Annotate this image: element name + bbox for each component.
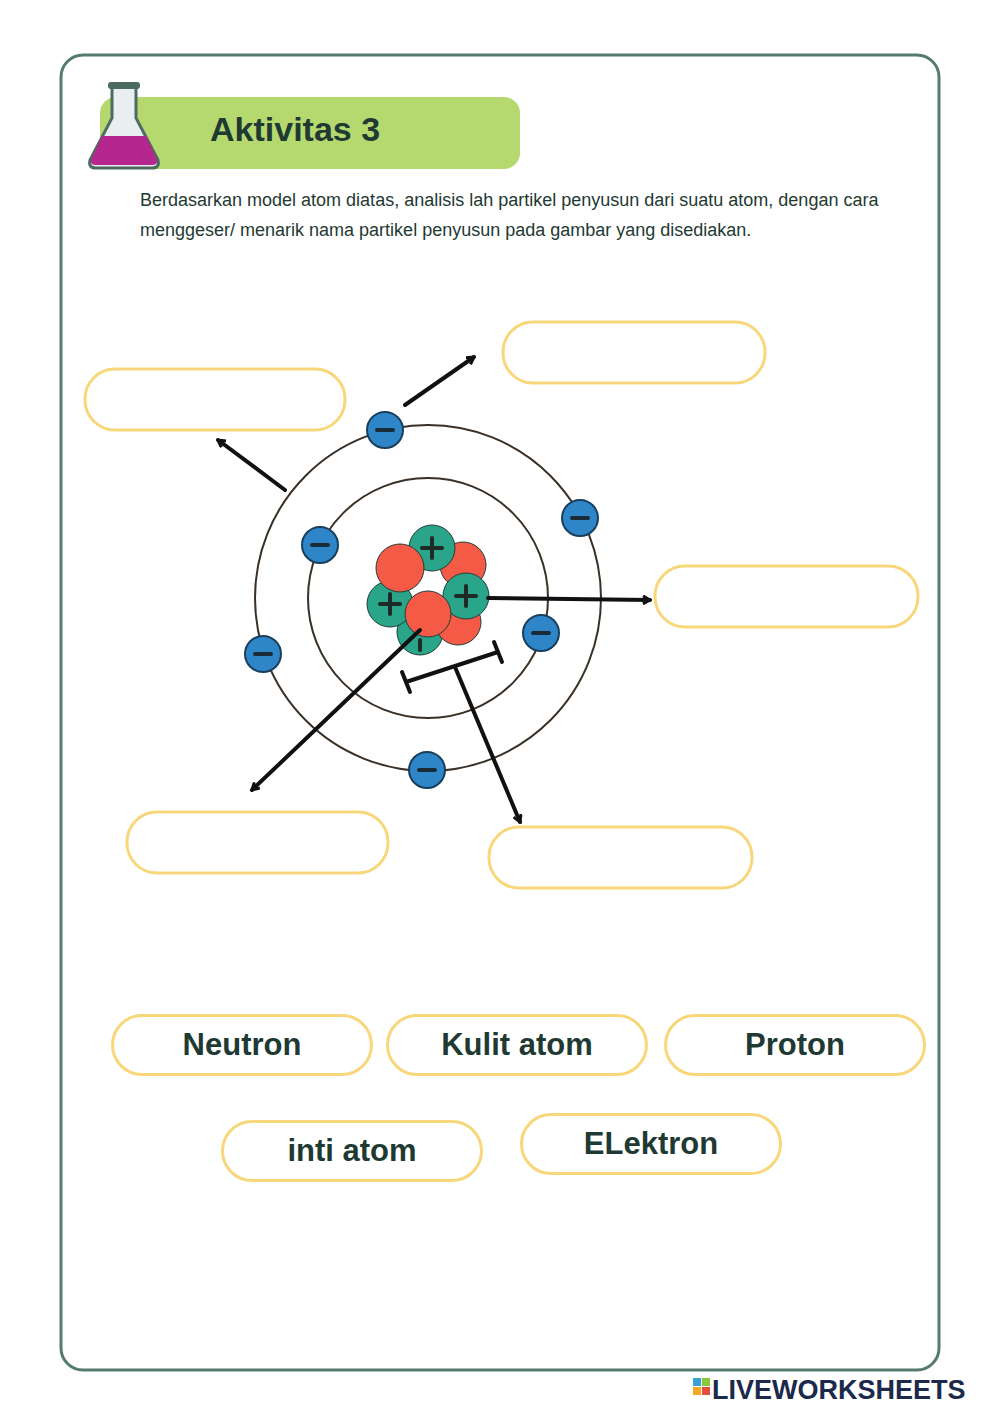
answer-chip: inti atom [221, 1120, 483, 1182]
answer-chip: Proton [664, 1014, 926, 1076]
plus-signs [380, 538, 476, 650]
chip-label: ELektron [584, 1126, 718, 1162]
answer-chip: ELektron [520, 1113, 782, 1175]
chip-label: Kulit atom [441, 1027, 593, 1063]
card-border [61, 55, 939, 1370]
chip-label: Neutron [183, 1027, 302, 1063]
answer-chip: Neutron [111, 1014, 373, 1076]
flask-icon [90, 82, 159, 168]
watermark: LIVEWORKSHEETS [712, 1373, 966, 1407]
chip-label: inti atom [287, 1133, 416, 1169]
watermark-icon [693, 1378, 710, 1395]
instruction-text: Berdasarkan model atom diatas, analisis … [140, 185, 900, 245]
title-text: Aktivitas 3 [210, 110, 380, 149]
answer-chip: Kulit atom [386, 1014, 648, 1076]
answer-boxes [85, 322, 918, 888]
nucleus [367, 525, 489, 655]
chip-label: Proton [745, 1027, 845, 1063]
title-banner [100, 97, 520, 169]
